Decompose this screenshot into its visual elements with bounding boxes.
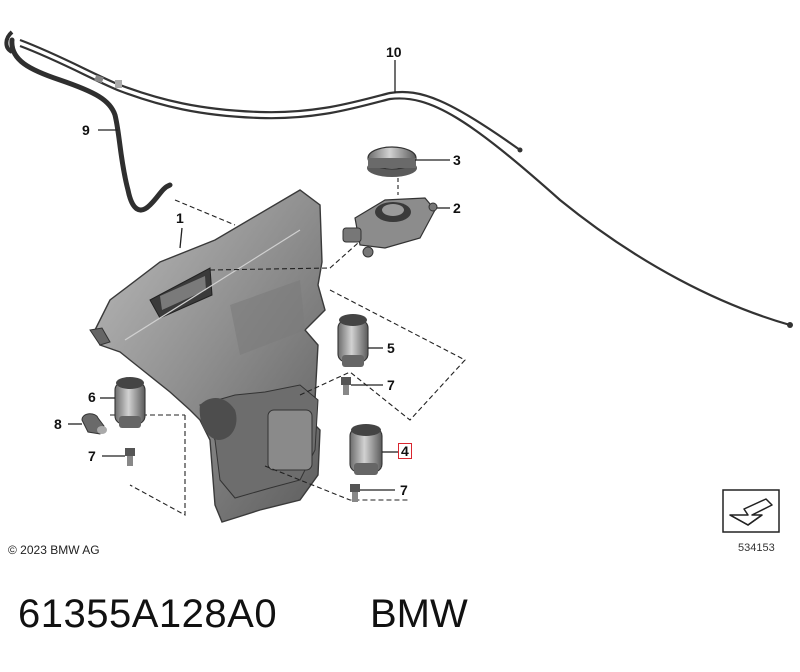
washer-fluid-tank: [89, 189, 326, 523]
callout-4-highlighted[interactable]: 4: [398, 443, 412, 459]
grommet-7-lower: [350, 484, 360, 502]
washer-pump-5: [337, 314, 369, 367]
callout-5: 5: [387, 340, 395, 356]
hose-end: [787, 322, 793, 328]
filler-neck: [342, 197, 438, 258]
part-number: 61355A128A0: [18, 592, 278, 636]
brand-name: BMW: [370, 592, 468, 636]
callout-8: 8: [54, 416, 62, 432]
grommet-7-left: [125, 448, 135, 466]
callout-7-upper: 7: [387, 377, 395, 393]
hose-line-10: [19, 38, 791, 327]
washer-pump-4: [349, 424, 383, 475]
hose-connector: [94, 74, 104, 84]
callout-10: 10: [386, 44, 402, 60]
callout-9: 9: [82, 122, 90, 138]
callout-2: 2: [453, 200, 461, 216]
hose-9: [9, 37, 173, 213]
callout-7-left: 7: [88, 448, 96, 464]
plug-8: [81, 413, 107, 435]
callout-7-lower: 7: [400, 482, 408, 498]
arrow-down-left-icon[interactable]: [722, 489, 780, 533]
hose-end: [517, 147, 523, 153]
washer-pump-6: [114, 377, 146, 428]
parts-diagram: [4, 30, 793, 523]
reference-number: 534153: [738, 542, 775, 554]
filler-cap: [367, 146, 417, 177]
callout-1: 1: [176, 210, 184, 226]
hose-9-loop: [4, 30, 14, 54]
callout-3: 3: [453, 152, 461, 168]
hose-connector: [115, 80, 122, 88]
grommet-7-upper: [341, 377, 351, 395]
leader-line-1: [179, 227, 183, 249]
callout-6: 6: [88, 389, 96, 405]
copyright-notice: © 2023 BMW AG: [8, 543, 100, 557]
